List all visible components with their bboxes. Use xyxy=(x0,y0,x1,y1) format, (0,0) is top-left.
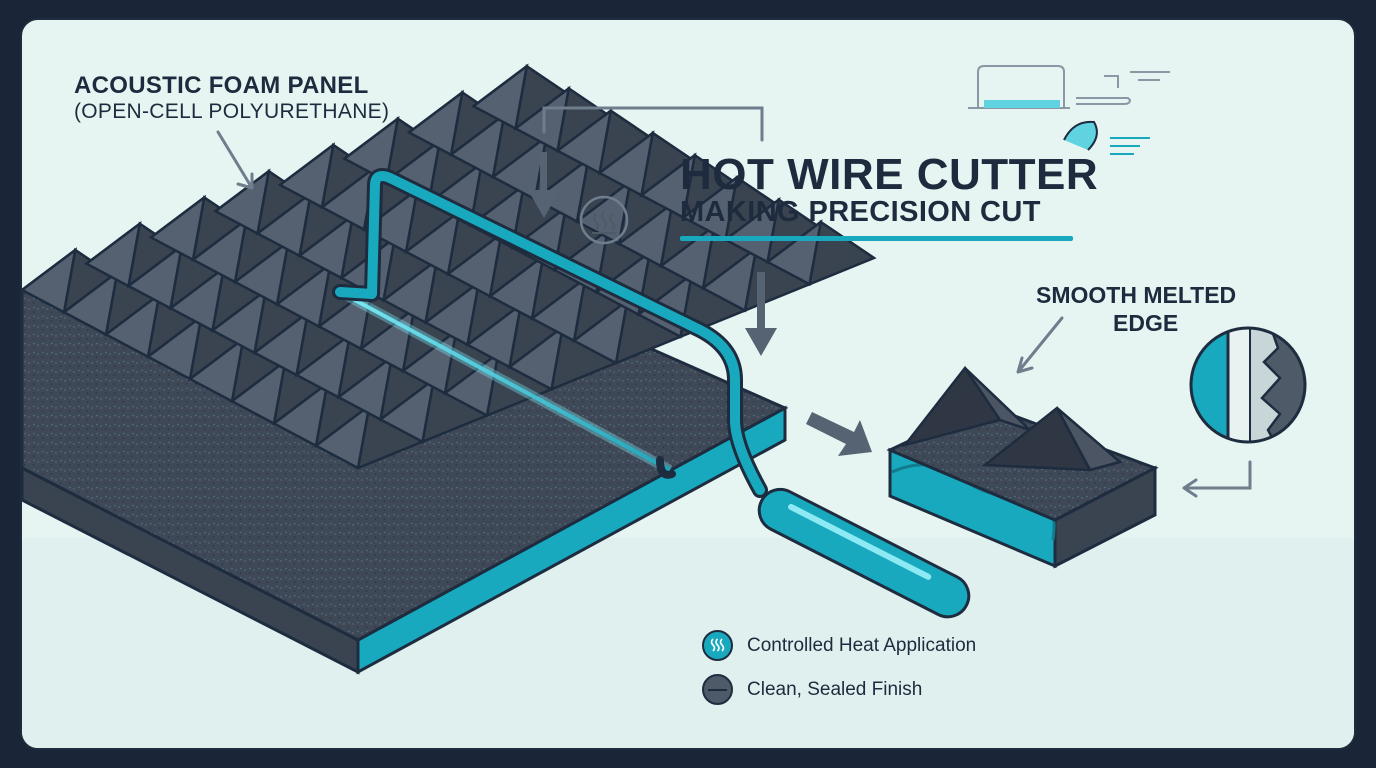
foam-pyramid-facet xyxy=(126,243,184,311)
foam-pyramid-facet xyxy=(232,239,291,307)
cutter-handle xyxy=(757,487,971,619)
foam-pyramid-facet xyxy=(336,354,394,422)
legend-label-finish: Clean, Sealed Finish xyxy=(747,678,923,700)
edge-closeup-inset xyxy=(1189,326,1307,444)
foam-pyramid-facet xyxy=(448,111,507,179)
foam-pyramid-facet xyxy=(529,275,588,343)
foam-pyramid-facet xyxy=(513,85,571,153)
headline-subtitle: MAKING PRECISION CUT xyxy=(680,196,1041,228)
title-underline xyxy=(680,236,1073,241)
foam-pyramid-facet xyxy=(313,402,372,470)
result-arrow xyxy=(806,412,872,456)
foam-pyramid-facet xyxy=(403,208,462,276)
foam-pyramid-facet xyxy=(294,332,352,400)
legend-item-finish: Clean, Sealed Finish xyxy=(702,674,922,705)
headline-title: HOT WIRE CUTTER xyxy=(680,150,1099,199)
foam-pyramid-facet xyxy=(406,89,465,157)
legend-label-heat: Controlled Heat Application xyxy=(747,634,977,656)
foam-pyramid-facet xyxy=(297,212,355,280)
panel-title: ACOUSTIC FOAM PANEL xyxy=(74,72,369,99)
foam-pyramid-facet xyxy=(271,380,330,448)
down-arrow-left xyxy=(528,152,560,218)
foam-pyramid-facet xyxy=(423,279,481,347)
down-arrow-right xyxy=(745,272,777,356)
inset-return-arrow xyxy=(1182,460,1252,498)
foam-pyramid-facet xyxy=(252,309,310,377)
foam-pyramid-facet xyxy=(187,336,246,404)
foam-pyramid-facet xyxy=(255,190,313,258)
foam-pyramid-facet xyxy=(381,257,439,325)
foam-pyramid-facet xyxy=(378,376,436,444)
hot-wire xyxy=(339,290,671,472)
foam-pyramid-facet xyxy=(145,313,204,381)
foam-pyramid-facet xyxy=(571,297,630,365)
foam-pyramid-facet xyxy=(487,253,546,321)
hot-wire-cutter xyxy=(332,168,971,619)
foam-pyramid-facet xyxy=(597,130,655,198)
edge-label-line2: EDGE xyxy=(1113,310,1179,336)
legend-item-heat: Controlled Heat Application xyxy=(702,630,976,661)
panel-pointer-arrow xyxy=(216,130,254,190)
edge-pointer-arrow xyxy=(1016,316,1064,374)
foam-pyramid-facet xyxy=(445,231,504,299)
foam-pyramid-facet xyxy=(274,261,333,329)
foam-pyramid-facet xyxy=(210,287,268,355)
foam-pyramid-facet xyxy=(681,174,739,242)
foam-panel xyxy=(19,63,877,675)
panel-subtitle: (OPEN-CELL POLYURETHANE) xyxy=(74,100,390,123)
foam-pyramid-facet xyxy=(471,63,529,131)
annotation-arrows xyxy=(216,106,1252,498)
foam-pyramid-facet xyxy=(19,247,78,315)
schematic-thumbnail xyxy=(968,65,1170,155)
foam-pyramid-facet xyxy=(342,115,400,183)
foam-pyramid-facet xyxy=(277,142,336,210)
dash-icon xyxy=(702,674,733,705)
edge-label-line1: SMOOTH MELTED xyxy=(1036,282,1237,308)
foam-pyramid-facet xyxy=(61,269,120,337)
foam-pyramid-facet xyxy=(148,194,207,262)
foam-pyramid-facet xyxy=(103,291,162,359)
foam-pyramid-facet xyxy=(84,220,142,288)
bracket-line xyxy=(542,106,764,142)
foam-pyramid-facet xyxy=(213,168,271,236)
heat-waves-badge xyxy=(579,195,629,245)
foam-pyramid-facet xyxy=(616,200,675,268)
foam-pyramid-facet xyxy=(507,324,565,392)
heat-waves-icon xyxy=(702,630,733,661)
cut-foam-sample xyxy=(886,365,1159,569)
foam-pyramid-facet xyxy=(555,107,613,175)
foam-pyramid-facet xyxy=(658,223,717,291)
foam-pyramid-facet xyxy=(229,358,288,426)
foam-pyramids xyxy=(19,63,877,471)
foam-pyramid-facet xyxy=(168,265,226,333)
foam-pyramid-facet xyxy=(700,245,759,313)
foam-pyramid-facet xyxy=(465,301,523,369)
foam-pyramid-facet xyxy=(723,196,781,264)
foam-pyramid-facet xyxy=(639,152,697,220)
foam-pyramid-facet xyxy=(190,216,249,284)
